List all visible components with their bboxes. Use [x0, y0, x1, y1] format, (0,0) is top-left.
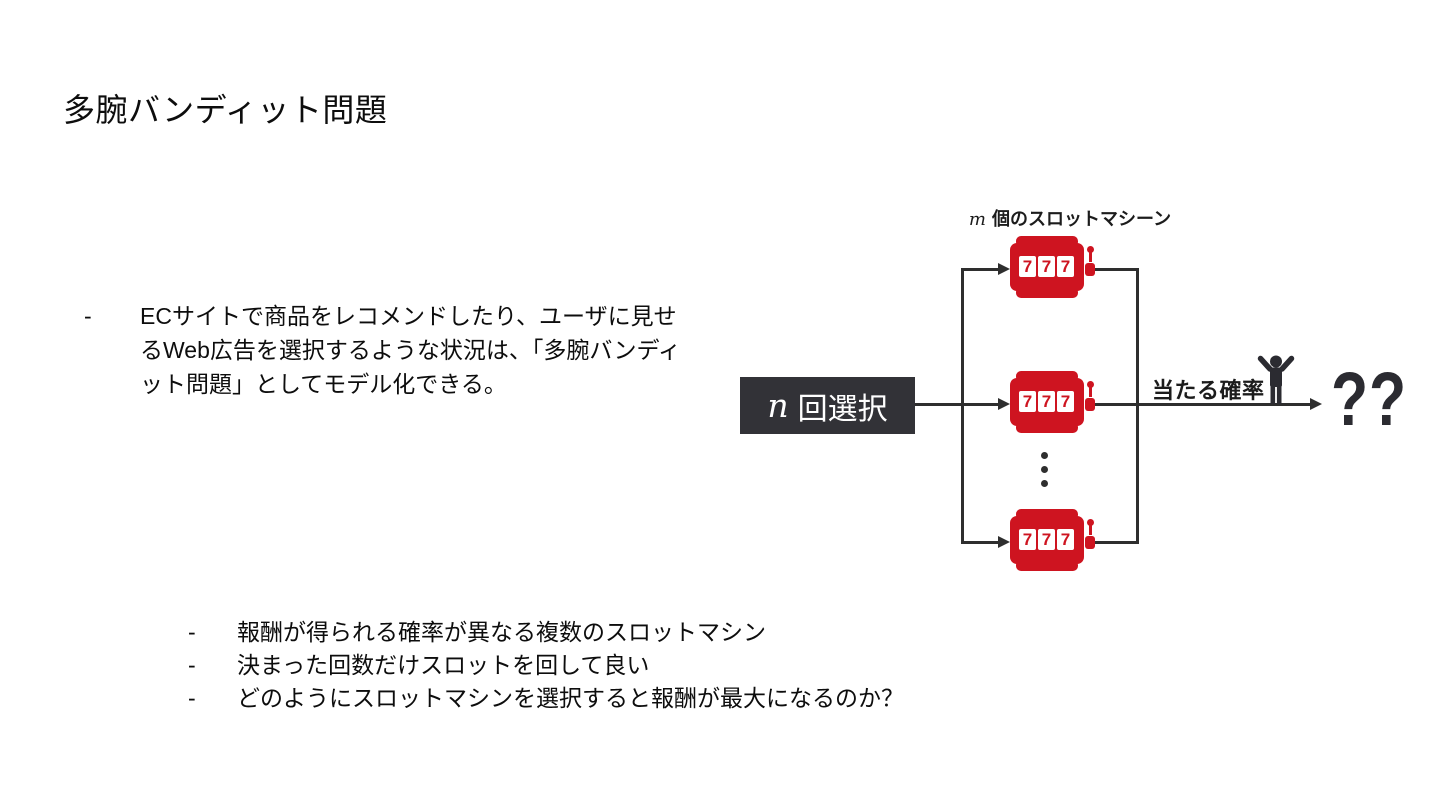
slot-digit: 7: [1060, 392, 1071, 411]
slot-digit: 7: [1022, 257, 1033, 276]
connector-line-top-exit: [1095, 268, 1139, 271]
slot-digit: 7: [1022, 392, 1033, 411]
slot-digit: 7: [1060, 257, 1071, 276]
arrowhead-icon: [998, 536, 1010, 548]
slot-machine-bottom-cap: [1016, 287, 1078, 298]
bullet-text: 決まった回数だけスロットを回して良い: [237, 652, 650, 678]
slot-lever-knob-icon: [1087, 246, 1094, 253]
slot-lever-icon: [1089, 524, 1092, 535]
bullet-text: ECサイトで商品をレコメンドしたり、ユーザに見せるWeb広告を選択するような状況…: [140, 303, 681, 397]
bullet-marker: -: [188, 619, 196, 645]
bullet-text: どのようにスロットマシンを選択すると報酬が最大になるのか？: [237, 685, 904, 711]
ellipsis-dot: [1041, 452, 1048, 459]
slot-digit: 7: [1022, 530, 1033, 549]
slot-window: 7: [1038, 391, 1055, 412]
slot-lever-icon: [1089, 251, 1092, 262]
connector-line-top-branch: [961, 268, 998, 271]
slot-machine-bottom-cap: [1016, 560, 1078, 571]
unknown-result-text: ??: [1331, 357, 1407, 442]
connector-line-left-vertical: [961, 268, 964, 544]
connector-line-right-vertical: [1136, 268, 1139, 544]
slot-window: 7: [1038, 256, 1055, 277]
math-var-n: n: [767, 386, 789, 425]
slot-machine-top-cap: [1016, 371, 1078, 382]
slot-lever-hub-icon: [1085, 398, 1095, 411]
slot-machine-icon: 7 7 7: [1006, 236, 1102, 298]
bullet-marker: -: [188, 652, 196, 678]
slot-window: 7: [1057, 256, 1074, 277]
bullet-marker: -: [188, 685, 196, 711]
page-title: 多腕バンディット問題: [63, 92, 388, 128]
slot-window: 7: [1019, 529, 1036, 550]
connector-line-bottom-exit: [1095, 541, 1139, 544]
machines-label-text: 個のスロットマシーン: [991, 209, 1172, 229]
slot-window: 7: [1057, 529, 1074, 550]
connector-line-result: [1136, 403, 1310, 406]
cheering-person-icon: [1257, 355, 1295, 404]
slot-digit: 7: [1041, 257, 1052, 276]
win-probability-label: 当たる確率: [1152, 378, 1265, 403]
slot-digit: 7: [1041, 392, 1052, 411]
select-box-label: 回選択: [797, 392, 888, 426]
connector-line-bottom-branch: [961, 541, 998, 544]
slot-lever-hub-icon: [1085, 536, 1095, 549]
connector-line-mid-exit: [1095, 403, 1139, 406]
slot-machine-bottom-cap: [1016, 422, 1078, 433]
slot-lever-icon: [1089, 386, 1092, 397]
slot-machine-top-cap: [1016, 509, 1078, 520]
slot-machine-icon: 7 7 7: [1006, 509, 1102, 571]
slot-machine-top-cap: [1016, 236, 1078, 247]
bullet-text: 報酬が得られる確率が異なる複数のスロットマシン: [237, 619, 766, 645]
intro-bullet: - ECサイトで商品をレコメンドしたり、ユーザに見せるWeb広告を選択するような…: [84, 299, 694, 401]
bottom-bullet-list: - 報酬が得られる確率が異なる複数のスロットマシン - 決まった回数だけスロット…: [188, 616, 948, 715]
bullet-marker: -: [84, 303, 92, 329]
machines-count-label: m 個のスロットマシーン: [940, 205, 1200, 231]
ellipsis-dot: [1041, 466, 1048, 473]
slot-lever-knob-icon: [1087, 519, 1094, 526]
ellipsis-dot: [1041, 480, 1048, 487]
slot-machine-icon: 7 7 7: [1006, 371, 1102, 433]
arrowhead-icon: [998, 398, 1010, 410]
slot-lever-knob-icon: [1087, 381, 1094, 388]
math-var-m: m: [968, 209, 986, 230]
arrowhead-icon: [998, 263, 1010, 275]
list-item: - 報酬が得られる確率が異なる複数のスロットマシン: [188, 616, 948, 649]
slot-digit: 7: [1041, 530, 1052, 549]
slot-digit: 7: [1060, 530, 1071, 549]
slot-window: 7: [1019, 256, 1036, 277]
slot-window: 7: [1057, 391, 1074, 412]
list-item: - どのようにスロットマシンを選択すると報酬が最大になるのか？: [188, 682, 948, 715]
slot-lever-hub-icon: [1085, 263, 1095, 276]
select-count-box: n 回選択: [740, 377, 915, 434]
slot-window: 7: [1019, 391, 1036, 412]
arrowhead-icon: [1310, 398, 1322, 410]
connector-line-main: [915, 403, 998, 406]
list-item: - 決まった回数だけスロットを回して良い: [188, 649, 948, 682]
slot-window: 7: [1038, 529, 1055, 550]
